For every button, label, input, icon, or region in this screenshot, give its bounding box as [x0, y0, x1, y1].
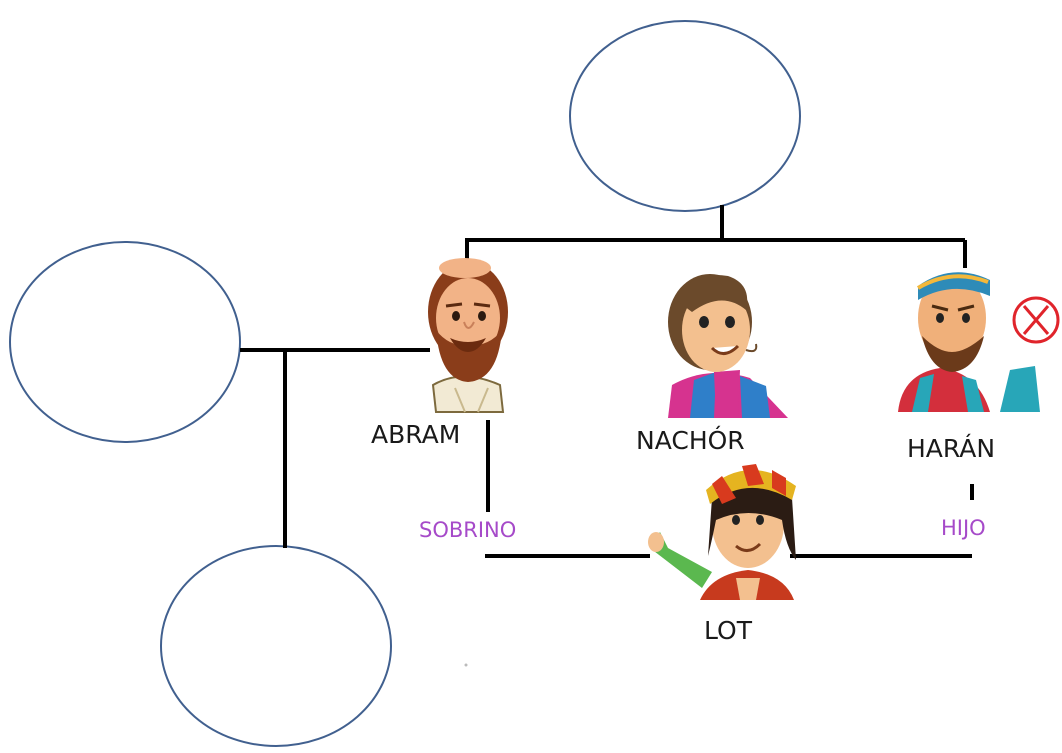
label-nachor: NACHÓR: [636, 426, 745, 455]
abram-figure: [428, 258, 508, 413]
empty-oval-top[interactable]: [569, 20, 801, 212]
empty-oval-left[interactable]: [9, 241, 241, 443]
deceased-x-icon: [1012, 296, 1060, 344]
nachor-figure: [668, 274, 788, 418]
relation-hijo: HIJO: [941, 516, 986, 540]
empty-oval-bottom[interactable]: [160, 545, 392, 747]
label-haran: HARÁN: [907, 434, 996, 463]
label-abram: ABRAM: [371, 420, 461, 449]
label-lot: LOT: [704, 616, 752, 645]
lot-figure: [648, 464, 796, 600]
relation-sobrino: SOBRINO: [419, 518, 517, 542]
connector-lines: [240, 205, 974, 558]
haran-figure: [898, 272, 1040, 412]
stray-dot: [464, 663, 468, 667]
